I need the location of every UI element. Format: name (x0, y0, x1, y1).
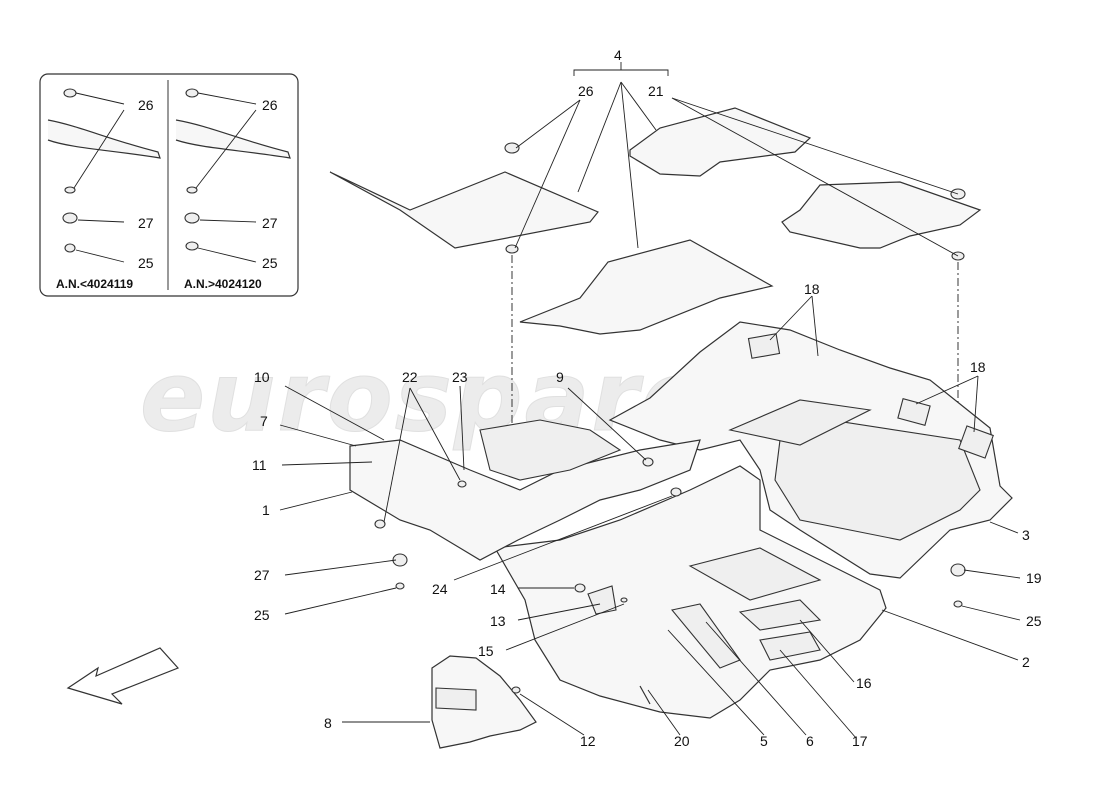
callout-12: 12 (580, 733, 596, 749)
direction-arrow-icon (66, 647, 180, 705)
callout-20: 20 (674, 733, 690, 749)
inset-right-label-25: 25 (262, 255, 278, 271)
callout-27: 27 (254, 567, 270, 583)
inset-right-caption: A.N.>4024120 (184, 277, 262, 291)
inset-left-label-25: 25 (138, 255, 154, 271)
callout-7: 7 (260, 413, 268, 429)
callout-11: 11 (252, 457, 267, 473)
callout-5: 5 (760, 733, 768, 749)
callout-6: 6 (806, 733, 814, 749)
callout-8: 8 (324, 715, 332, 731)
inset-left-caption: A.N.<4024119 (56, 277, 133, 291)
callout-18-right: 18 (970, 359, 986, 375)
callout-25-left: 25 (254, 607, 270, 623)
callout-25-right: 25 (1026, 613, 1042, 629)
callout-18-left: 18 (804, 281, 820, 297)
callout-4-bracket (573, 69, 669, 76)
callout-3: 3 (1022, 527, 1030, 543)
callout-26: 26 (578, 83, 594, 99)
rear-left-mat (629, 107, 812, 177)
front-insulation-8 (431, 655, 537, 749)
inset-right-label-26: 26 (262, 97, 278, 113)
callout-14: 14 (490, 581, 506, 597)
left-front-carpet (349, 439, 701, 561)
callout-10: 10 (254, 369, 270, 385)
inset-right-label-27: 27 (262, 215, 278, 231)
inset-left-panel: 26 27 25 A.N.<4024119 (47, 88, 161, 291)
front-left-mat (329, 171, 599, 249)
callout-24: 24 (432, 581, 448, 597)
front-right-mat (519, 239, 774, 335)
rear-right-mat (781, 181, 982, 249)
callout-1: 1 (262, 502, 270, 518)
inset-right-panel: 26 27 25 A.N.>4024120 (175, 88, 291, 291)
callout-13: 13 (490, 613, 506, 629)
callout-22: 22 (402, 369, 418, 385)
callout-16: 16 (856, 675, 872, 691)
floor-mats (329, 107, 982, 500)
callout-15: 15 (478, 643, 494, 659)
callout-21: 21 (648, 83, 664, 99)
callout-2: 2 (1022, 654, 1030, 670)
callout-labels: 4 26 21 18 18 10 7 11 1 22 23 9 3 27 25 … (252, 47, 1042, 749)
callout-17: 17 (852, 733, 868, 749)
leader-lines (279, 81, 1021, 739)
callout-19: 19 (1026, 570, 1042, 586)
inset-box: 26 27 25 A.N.<4024119 26 27 25 A.N.>4024… (39, 73, 299, 297)
callout-4: 4 (614, 47, 622, 63)
inset-left-label-26: 26 (138, 97, 154, 113)
inset-left-label-27: 27 (138, 215, 154, 231)
callout-9: 9 (556, 369, 564, 385)
callout-23: 23 (452, 369, 468, 385)
